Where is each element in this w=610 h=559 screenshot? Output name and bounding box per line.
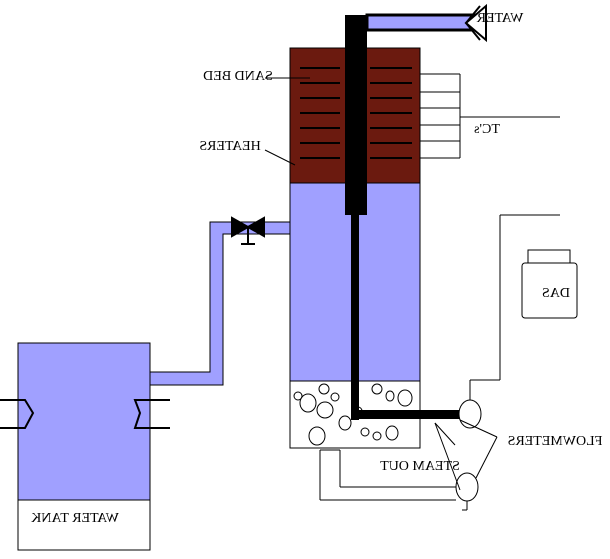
label-heaters: HEATERS	[199, 139, 260, 154]
flowmeter-top	[458, 399, 482, 429]
label-steam-out: STEAM OUT	[380, 459, 460, 474]
das-box	[521, 262, 578, 319]
label-sand-bed: SAND BED	[203, 69, 273, 84]
mirrored-diagram	[0, 3, 578, 551]
label-water: WATER	[476, 11, 523, 26]
label-water-tank: WATER TANK	[31, 511, 119, 526]
heater-lines	[300, 67, 412, 159]
steam-out-pipe	[352, 410, 470, 419]
heater-rod	[345, 15, 367, 215]
mirrored-labels: WATER SAND BED HEATERS TC's DAS FLOWMETE…	[31, 11, 602, 526]
label-flowmeters: FLOWMETERS	[508, 434, 603, 449]
tank-heaters	[0, 399, 170, 429]
flowmeter-arrows	[459, 419, 498, 479]
bubbles	[293, 383, 413, 446]
label-tcs: TC's	[474, 122, 500, 137]
steam-rod	[351, 215, 359, 420]
steam-out-arrow	[434, 422, 461, 491]
tc-wires	[420, 73, 560, 159]
water-valve	[464, 3, 487, 43]
feed-valve	[231, 216, 265, 245]
label-das: DAS	[542, 286, 570, 301]
label-leaders	[264, 77, 310, 166]
feed-pipe	[149, 221, 291, 386]
das-top	[527, 249, 571, 264]
water-tank-fill	[17, 342, 151, 501]
flowmeter-lines	[319, 214, 560, 511]
water-inlet-pipe	[365, 13, 482, 32]
